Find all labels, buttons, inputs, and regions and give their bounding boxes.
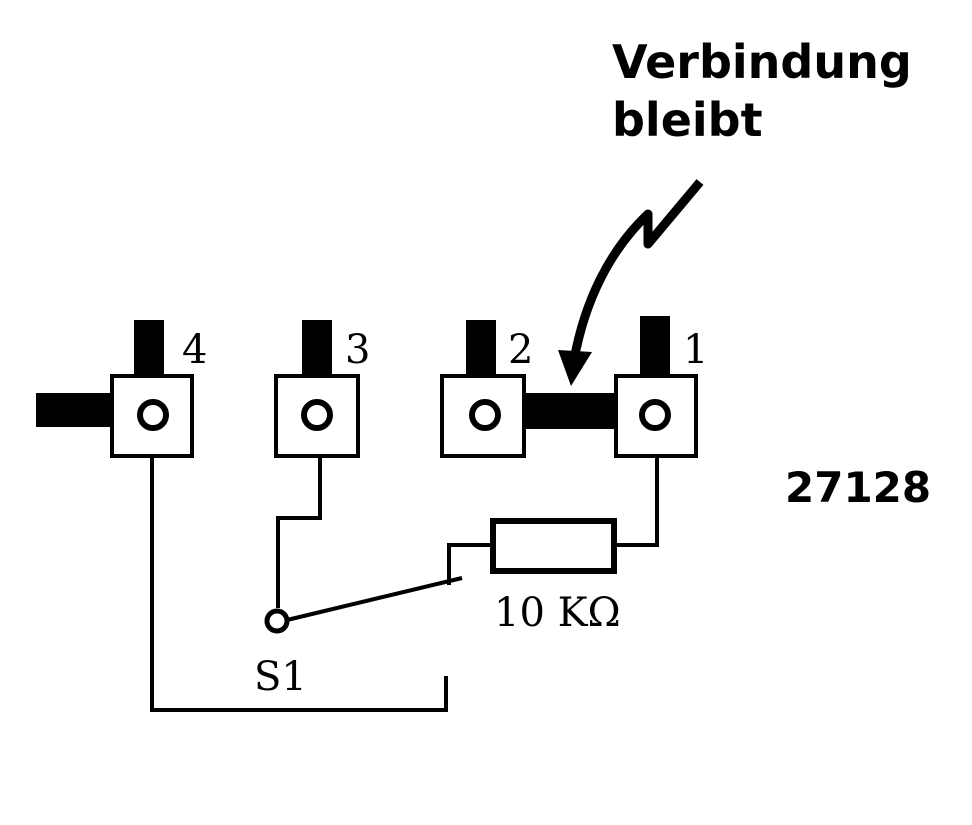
wire-pin3-switch	[276, 456, 322, 608]
resistor-body	[490, 518, 617, 574]
pin-1-socket	[614, 316, 698, 458]
switch-lever	[286, 576, 463, 622]
wire-pin1-resistor	[614, 456, 659, 547]
wire-pin4-loop	[150, 456, 448, 712]
pin-4-number: 4	[182, 327, 207, 373]
annotation-arrowhead	[558, 350, 592, 386]
pin-1-number: 1	[683, 327, 708, 373]
resistor-label: 10 KΩ	[494, 590, 621, 636]
pin-4-socket	[36, 320, 194, 458]
annotation-line-1: Verbindung	[612, 35, 912, 89]
wire-resistor-contact	[447, 543, 493, 585]
annotation-arrow	[569, 179, 704, 361]
pin-bridge	[522, 393, 616, 429]
annotation-line-2: bleibt	[612, 93, 763, 147]
pin-2-socket	[440, 320, 526, 458]
chip-label: 27128	[785, 463, 931, 512]
switch-label: S1	[254, 654, 307, 700]
pin-3-number: 3	[345, 327, 370, 373]
pin-2-number: 2	[508, 327, 533, 373]
wires	[150, 456, 659, 712]
switch-pivot	[264, 608, 290, 634]
pin-3-socket	[274, 320, 360, 458]
